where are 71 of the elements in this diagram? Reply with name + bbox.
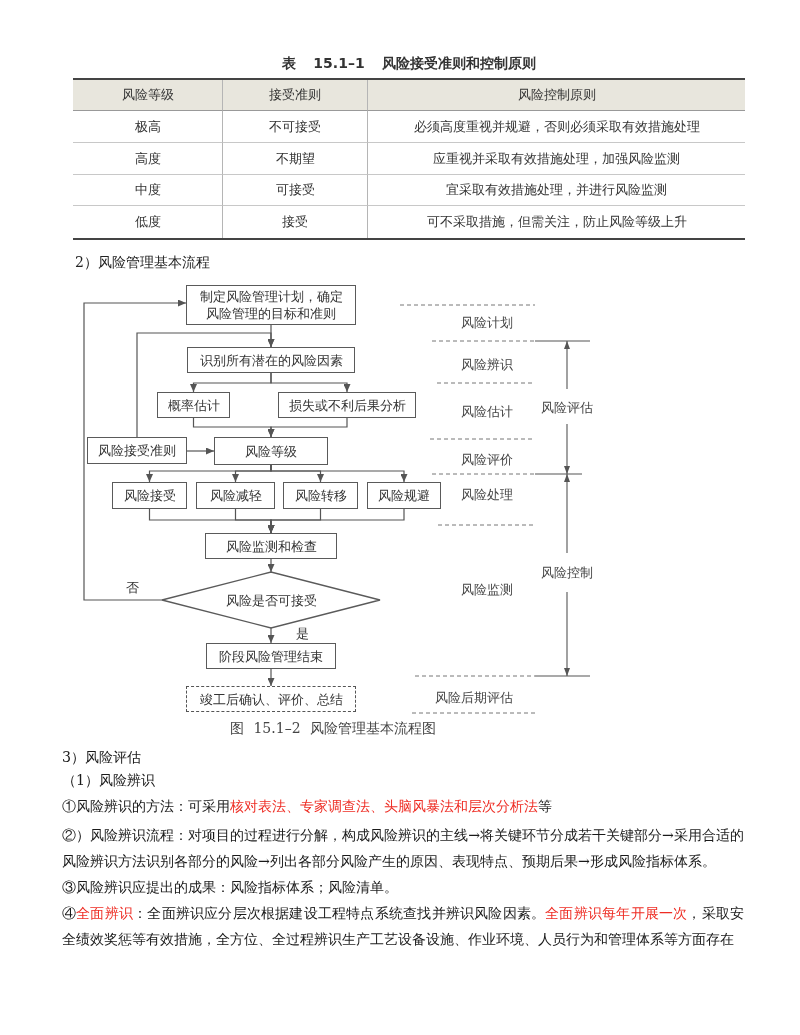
process-box: [206, 643, 336, 669]
arrow: [267, 417, 348, 438]
arrow: [186, 447, 215, 455]
stage-label: 风险控制: [541, 565, 593, 581]
step-label: 风险接受准则: [98, 442, 176, 459]
step-label: 阶段风险管理结束: [219, 647, 323, 665]
step-label: 风险等级: [245, 442, 297, 460]
edge-label: 否: [123, 580, 141, 596]
decision-diamond: [162, 572, 380, 628]
table-cell: 应重视并采取有效措施处理，加强风险监测: [367, 143, 745, 175]
stage-label: 风险处理: [461, 487, 513, 503]
process-box: [187, 347, 355, 373]
stage-label: 风险计划: [461, 315, 513, 331]
table-header: 风险控制原则: [367, 80, 745, 111]
paragraph: ④全面辨识：全面辨识应分层次根据建设工程特点系统查找并辨识风险因素。全面辨识每年开展一次，采取安全绩效奖惩等有效措施，全方位、全过程辨识生产工艺设备设施、作业环境、人员行为和管理体系等方面存在: [62, 904, 744, 949]
process-box: [367, 482, 441, 509]
step-label: 风险监测和检查: [225, 537, 317, 555]
step-label: 风险规避: [378, 487, 430, 504]
step-label: 损失或不利后果分析: [288, 396, 406, 414]
step-label: 识别所有潜在的风险因素: [199, 351, 343, 369]
table-cell: 中度: [73, 175, 222, 206]
process-box: [278, 392, 416, 418]
step-label: 风险接受: [123, 487, 176, 504]
table-header: 风险等级: [73, 80, 222, 111]
table-cell: 可接受: [222, 175, 367, 206]
paragraph: ③风险辨识应提出的成果：风险指标体系；风险清单。: [62, 878, 399, 897]
process-box: [112, 482, 187, 509]
process-box: [196, 482, 275, 509]
arrow: [83, 299, 187, 601]
subsection-heading: （1）风险辨识: [62, 771, 156, 790]
table-header: 接受准则: [222, 80, 367, 111]
table-cell: 宜采取有效措施处理，并进行风险监测: [367, 175, 745, 206]
section-heading: 2）风险管理基本流程: [75, 253, 210, 271]
stage-label: 风险估计: [461, 404, 513, 420]
arrow: [267, 508, 405, 534]
step-label: 竣工后确认、评价、总结: [199, 690, 343, 708]
figure-caption: 图 15.1–2 风险管理基本流程图: [230, 720, 436, 738]
paragraph: ①风险辨识的方法：可采用核对表法、专家调查法、头脑风暴法和层次分析法等: [62, 797, 553, 816]
arrow: [267, 668, 275, 687]
table-title: 表 15.1–1 风险接受准则和控制原则: [281, 55, 537, 73]
table-cell-text: 低度: [133, 213, 162, 231]
arrow: [136, 332, 275, 438]
dashed-process-box: [186, 686, 356, 712]
table-cell: 必须高度重视并规避，否则必须采取有效措施处理: [367, 111, 745, 143]
process-box: [205, 533, 337, 559]
process-box: [87, 437, 187, 464]
arrow: [270, 372, 351, 393]
stage-label: 风险后期评估: [435, 690, 513, 706]
table-cell: 不期望: [222, 143, 367, 175]
arrow: [270, 464, 408, 483]
section-heading: 3）风险评估: [62, 748, 142, 767]
step-label: 风险转移: [294, 487, 347, 504]
table-cell: 极高: [73, 111, 222, 143]
step-label: 概率估计: [167, 396, 220, 414]
stage-label: 风险评价: [461, 452, 513, 468]
process-box: [283, 482, 358, 509]
arrow: [267, 627, 275, 644]
step-label: 风险减轻: [209, 487, 262, 504]
stage-label: 风险监测: [461, 582, 513, 598]
table-cell: 高度: [73, 143, 222, 175]
table-cell: 不可接受: [222, 111, 367, 143]
question-label: 风险是否可接受: [225, 591, 317, 609]
arrow: [267, 558, 275, 573]
edge-label: 是: [293, 626, 311, 642]
process-box: [214, 437, 328, 465]
step-label: 制定风险管理计划，确定风险管理的目标和准则: [198, 288, 344, 322]
process-box: [186, 285, 356, 325]
process-box: [157, 392, 230, 418]
paragraph: ②）风险辨识流程：对项目的过程进行分解，构成风险辨识的主线→将关键环节分成若干关键部分→采用合适的风险辨识方法识别各部分的风险→列出各部分风险产生的原因、表现特点、预期后果→形成风险指标体系。: [62, 826, 744, 871]
stage-label: 风险辨识: [461, 357, 513, 373]
stage-label: 风险评估: [541, 400, 593, 416]
